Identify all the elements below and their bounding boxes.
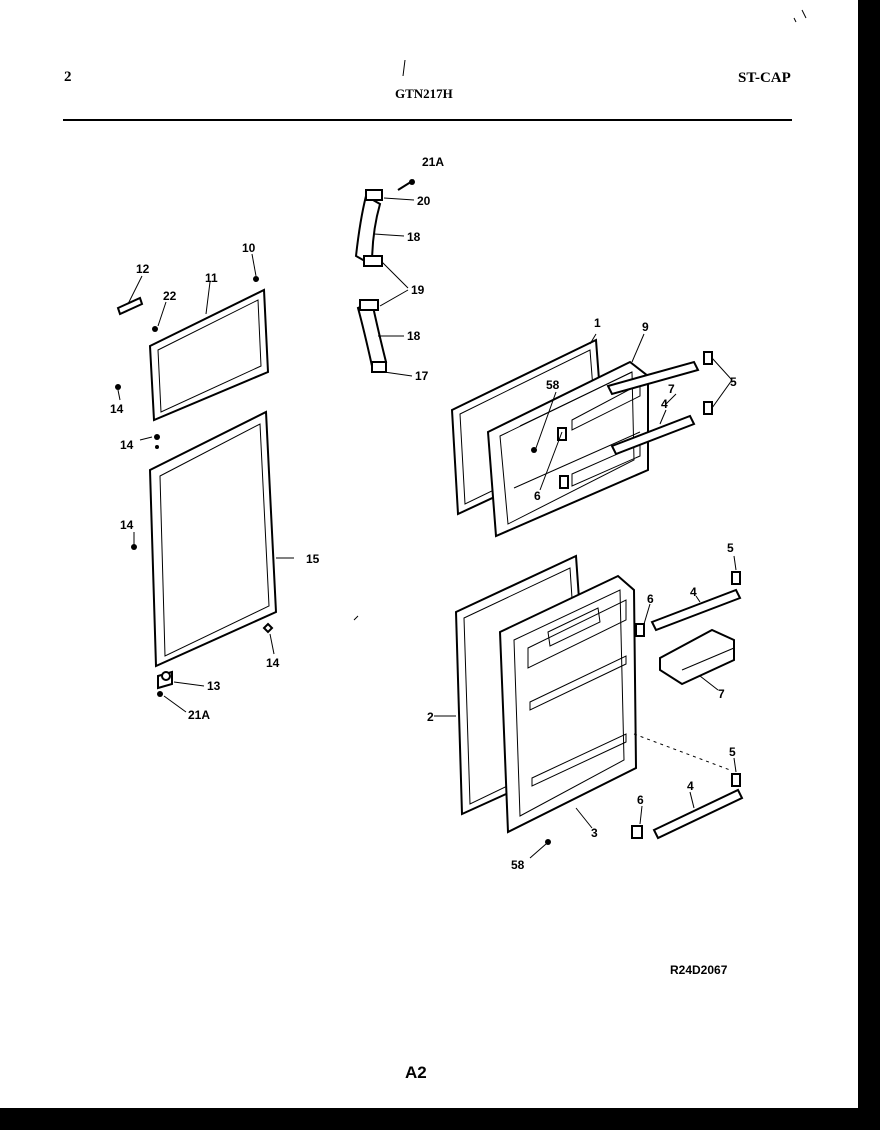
label-6-mid: 6 [647, 592, 654, 606]
freezer-rail-clips [557, 351, 713, 489]
label-5-top: 5 [730, 375, 737, 389]
label-17: 17 [415, 369, 429, 383]
label-4-mid: 4 [690, 585, 697, 599]
label-21a-top: 21A [422, 155, 444, 169]
scan-border-right [858, 0, 880, 1130]
fresh-door-bin [659, 628, 735, 686]
fresh-door-screw-side [131, 544, 137, 550]
label-22: 22 [163, 289, 177, 303]
freezer-stop-pin [253, 276, 259, 282]
label-13: 13 [207, 679, 221, 693]
fresh-food-door-panel [148, 410, 278, 668]
label-1: 1 [594, 316, 601, 330]
label-10: 10 [242, 241, 256, 255]
document-code: ST-CAP [738, 70, 791, 86]
fresh-rail-clips [631, 571, 741, 839]
fresh-shelf-rail-mid [650, 588, 742, 632]
freezer-trim-strip [116, 296, 144, 316]
label-20: 20 [417, 194, 431, 208]
label-19: 19 [411, 283, 425, 297]
label-58-bottom: 58 [511, 858, 525, 872]
label-3: 3 [591, 826, 598, 840]
label-4-bottom: 4 [687, 779, 694, 793]
lower-hinge [157, 670, 173, 697]
label-14-a: 14 [110, 402, 124, 416]
label-18-top: 18 [407, 230, 421, 244]
label-12: 12 [136, 262, 150, 276]
label-14-d: 14 [266, 656, 280, 670]
handle-screw [397, 179, 415, 191]
freezer-hinge-pin [152, 326, 158, 332]
freezer-shelf-rail-lower [610, 414, 696, 456]
label-15: 15 [306, 552, 320, 566]
model-number: GTN217H [395, 86, 453, 101]
label-11: 11 [205, 271, 218, 285]
fresh-door-plug [262, 622, 274, 634]
label-14-b: 14 [120, 438, 134, 452]
freezer-screw-left [115, 384, 121, 390]
label-18-bottom: 18 [407, 329, 421, 343]
label-2: 2 [427, 710, 434, 724]
label-4-top: 4 [661, 397, 668, 411]
label-7-top: 7 [668, 382, 675, 396]
header-rule [63, 119, 792, 121]
label-6-bottom: 6 [637, 793, 644, 807]
scan-border-bottom [0, 1108, 880, 1130]
label-5-mid: 5 [727, 541, 734, 555]
label-58-top: 58 [546, 378, 560, 392]
label-21a-bottom: 21A [188, 708, 210, 722]
drawing-reference: R24D2067 [670, 963, 728, 977]
label-14-c: 14 [120, 518, 134, 532]
label-9: 9 [642, 320, 649, 334]
upper-handle [354, 189, 383, 267]
label-7-mid: 7 [718, 687, 725, 701]
freezer-door-panel [148, 288, 270, 422]
label-5-bottom: 5 [729, 745, 736, 759]
lower-handle [356, 299, 388, 373]
fresh-door-pin-top [154, 434, 160, 440]
fresh-door-pin-top-2 [155, 445, 159, 449]
freezer-shelf-rail-upper [606, 360, 700, 396]
label-6-top: 6 [534, 489, 541, 503]
fresh-food-inner-liner [498, 574, 638, 834]
page-number: 2 [64, 69, 72, 85]
sheet-number: A2 [405, 1063, 427, 1082]
fresh-shelf-rail-lower [652, 788, 744, 840]
